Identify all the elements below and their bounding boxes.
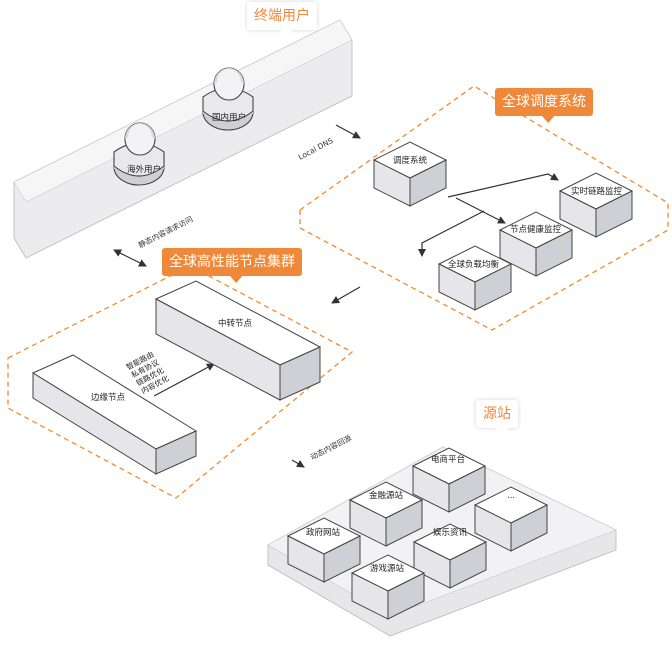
gslb-connector-diag: [455, 197, 506, 224]
origin-site-ecommerce-box: [411, 447, 487, 513]
dns-arrow: [335, 124, 361, 139]
origin-title: 源站: [476, 400, 518, 435]
dispatch-box: [372, 141, 448, 207]
origin-site-finance-box: [348, 481, 424, 547]
load-balance-box: [437, 245, 513, 311]
dispatch-label: 调度系统: [393, 155, 428, 166]
origin-site-more-label: ...: [507, 491, 515, 501]
gslb-connector-top: [447, 172, 559, 198]
health-monitor-box: [498, 211, 574, 277]
origin-site-government-box: [286, 517, 362, 583]
gslb-connector-lb: [418, 210, 485, 257]
origin-site-gaming-label: 游戏源站: [370, 563, 405, 574]
edge-node-box: [31, 354, 198, 475]
gslb-cluster-arrow: [331, 286, 361, 304]
health-monitor-label: 节点健康监控: [510, 224, 562, 235]
back-to-origin-arrow: [291, 459, 305, 468]
realtime-monitor-box: [558, 172, 634, 238]
edge-relay-arrow: [153, 363, 215, 397]
origin-site-more-box: [473, 486, 549, 552]
gslb-title: 全球调度系统: [495, 88, 593, 116]
origin-site-gaming-box: [350, 554, 426, 620]
user-cluster-arrow: [113, 249, 147, 267]
origin-site-entertainment-box: [412, 523, 488, 589]
cluster-region: [7, 265, 354, 499]
local-dns-label: Local DNS: [297, 136, 335, 162]
dynamic-return-label: 动态内容回源: [308, 432, 353, 462]
cluster-title: 全球高性能节点集群: [162, 248, 302, 276]
relay-node-box: [154, 280, 322, 401]
origin-site-finance-label: 金融源站: [369, 490, 404, 501]
edge-node-label: 边缘节点: [91, 392, 126, 403]
static-request-label: 静态内容请求访问: [136, 214, 194, 250]
domestic-user-label: 国内用户: [212, 112, 246, 123]
end-users-title: 终端用户: [247, 2, 317, 37]
cluster-feature-list: 智能路由 私有协议 链路优化 内容优化: [124, 349, 171, 396]
realtime-monitor-label: 实时链路监控: [571, 186, 623, 197]
origin-site-entertainment-label: 娱乐资讯: [433, 527, 468, 538]
origin-site-government-label: 政府网站: [306, 527, 341, 538]
overseas-user-icon: [113, 122, 165, 186]
domestic-user-icon: [202, 67, 254, 131]
origin-site-ecommerce-label: 电商平台: [431, 454, 465, 465]
load-balance-label: 全球负载均衡: [448, 259, 500, 270]
relay-node-label: 中转节点: [218, 318, 253, 329]
overseas-user-label: 海外用户: [127, 164, 161, 175]
